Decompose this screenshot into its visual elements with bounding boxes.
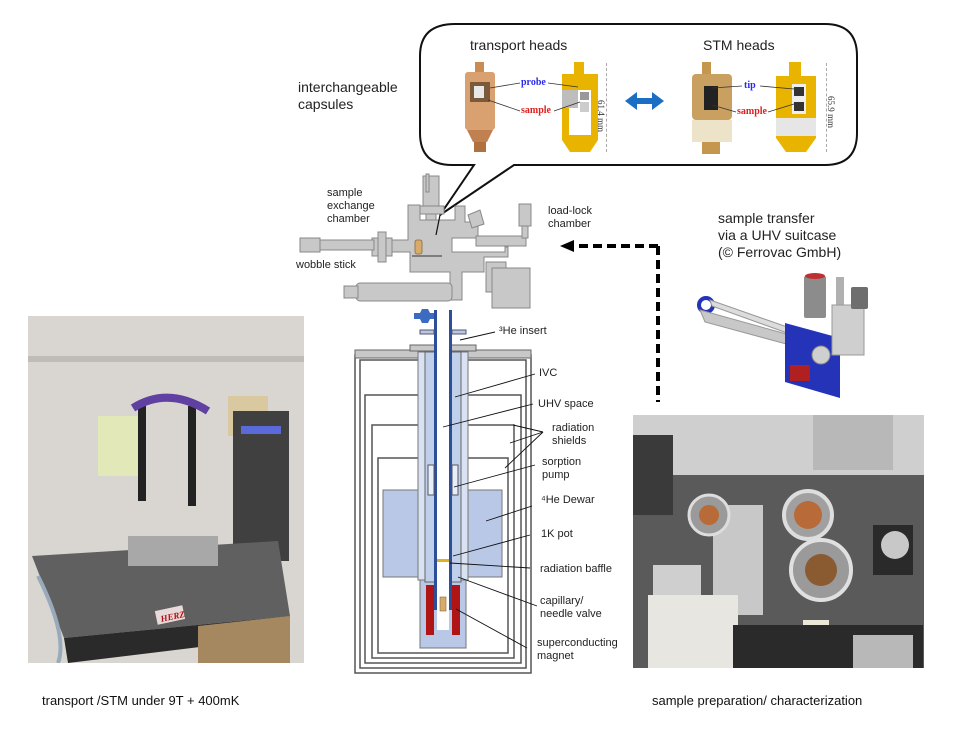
wobble-stick-label: wobble stick [296,259,356,271]
right-photo-caption: sample preparation/ characterization [652,693,863,708]
probe-label: probe [521,77,546,88]
transport-stm-lab-photo: HERZ [28,316,304,663]
transport-capsule-drawing [560,62,600,154]
he3-insert-label: ³He insert [499,325,547,337]
transport-capsule-photo [462,62,498,152]
stm-heads-title: STM heads [703,37,775,53]
tip-label: tip [744,80,756,91]
one-k-pot-label: 1K pot [541,528,573,540]
he4-dewar-label: ⁴He Dewar [541,494,595,506]
arrow-left-icon [560,240,574,252]
ivc-label: IVC [539,367,558,379]
stm-sample-label: sample [737,106,767,117]
capillary-needle-valve-label: capillary/needle valve [540,595,602,620]
transport-heads-title: transport heads [470,37,568,53]
sample-preparation-photo [633,415,924,668]
left-photo-caption: transport /STM under 9T + 400mK [42,693,240,708]
stm-capsule-photo [690,62,734,154]
radiation-baffle-label: radiation baffle [540,563,612,575]
transport-sample-label: sample [521,105,551,116]
stm-capsule-drawing [774,62,818,154]
uhv-space-label: UHV space [538,398,594,410]
